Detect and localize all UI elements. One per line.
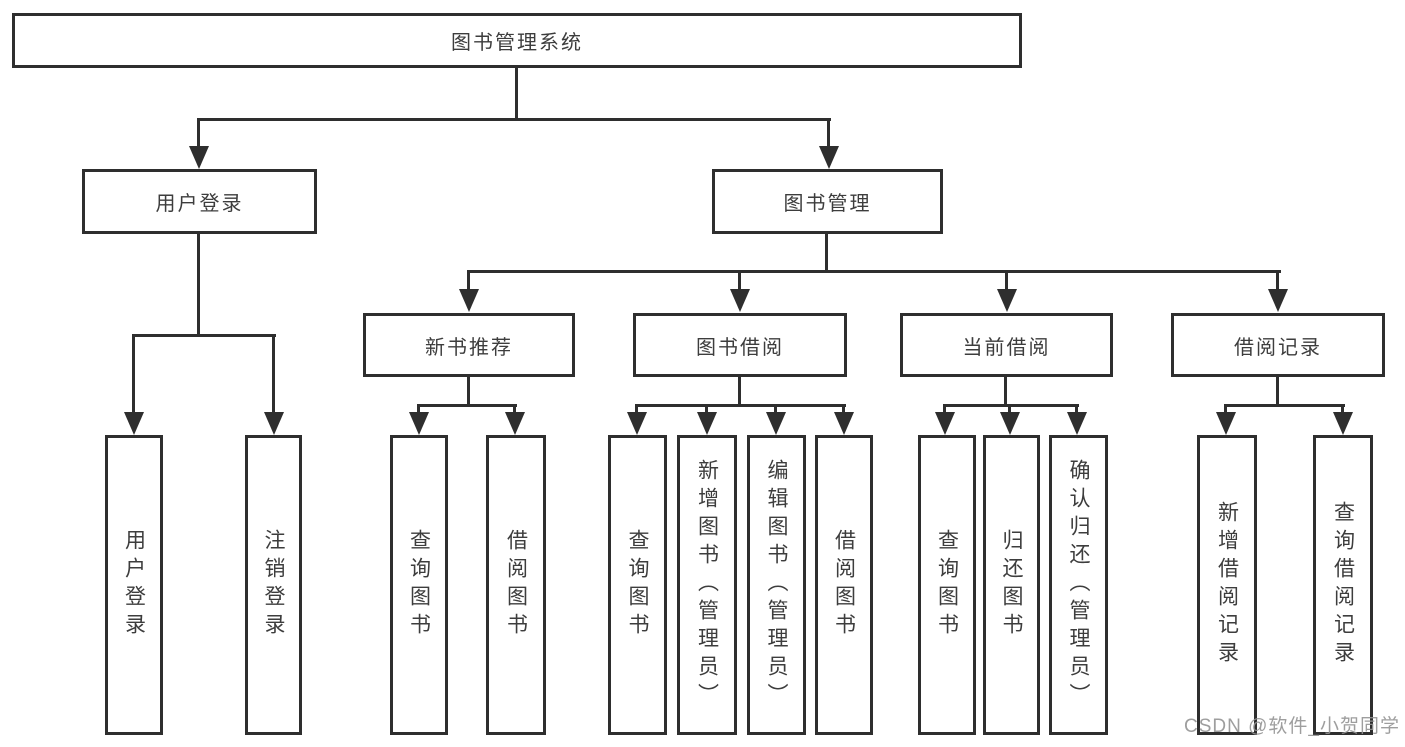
arrow-down-icon <box>124 412 144 435</box>
connector-login-arm-2 <box>272 334 275 412</box>
arrow-down-icon <box>997 289 1017 312</box>
leaf-add-book-admin-label: 新增图书（管理员） <box>695 459 719 711</box>
leaf-return-books-label: 归还图书 <box>1000 529 1023 641</box>
leaf-newbook-borrow-books: 借阅图书 <box>486 435 546 735</box>
connector-borrow-arm-4 <box>842 404 845 414</box>
connector-login-stem <box>197 234 200 337</box>
connector-manage-arm-2 <box>738 270 741 292</box>
leaf-newbook-borrow-books-label: 借阅图书 <box>504 529 528 641</box>
leaf-borrow-query-books: 查询图书 <box>608 435 667 735</box>
node-current-borrow-label: 当前借阅 <box>962 336 1051 359</box>
arrow-down-icon <box>834 412 854 435</box>
connector-borrow-arm-2 <box>705 404 708 414</box>
leaf-newbook-query-books: 查询图书 <box>390 435 448 735</box>
arrow-down-icon <box>935 412 955 435</box>
arrow-down-icon <box>1268 289 1288 312</box>
connector-borrow-arm-3 <box>774 404 777 414</box>
connector-record-stem <box>1276 377 1279 407</box>
connector-manage-arm-3 <box>1005 270 1008 292</box>
arrow-down-icon <box>730 289 750 312</box>
leaf-add-borrow-record-label: 新增借阅记录 <box>1215 501 1239 669</box>
arrow-down-icon <box>1000 412 1020 435</box>
connector-manage-stem <box>825 234 828 273</box>
arrow-down-icon <box>819 146 839 169</box>
connector-root-stem <box>515 68 518 118</box>
node-root: 图书管理系统 <box>12 13 1022 68</box>
connector-login-arm-1 <box>132 334 135 412</box>
leaf-borrow-borrow-books-label: 借阅图书 <box>832 529 856 641</box>
connector-newbook-arm-2 <box>513 404 516 414</box>
node-borrow-records-label: 借阅记录 <box>1234 336 1322 359</box>
connector-manage-arm-4 <box>1276 270 1279 292</box>
leaf-confirm-return-admin-label: 确认归还（管理员） <box>1067 459 1090 711</box>
connector-root-arm-manage <box>827 118 830 148</box>
leaf-borrow-query-books-label: 查询图书 <box>626 529 649 641</box>
arrow-down-icon <box>766 412 786 435</box>
arrow-down-icon <box>697 412 717 435</box>
connector-newbook-rail <box>417 404 517 407</box>
connector-current-arm-1 <box>943 404 946 414</box>
arrow-down-icon <box>1067 412 1087 435</box>
connector-current-arm-2 <box>1008 404 1011 414</box>
arrow-down-icon <box>264 412 284 435</box>
arrow-down-icon <box>1216 412 1236 435</box>
connector-record-rail <box>1224 404 1345 407</box>
node-user-login: 用户登录 <box>82 169 317 234</box>
leaf-edit-book-admin-label: 编辑图书（管理员） <box>765 459 788 711</box>
arrow-down-icon <box>505 412 525 435</box>
connector-current-arm-3 <box>1075 404 1078 414</box>
connector-root-rail <box>197 118 831 121</box>
connector-borrow-arm-1 <box>635 404 638 414</box>
arrow-down-icon <box>189 146 209 169</box>
arrow-down-icon <box>1333 412 1353 435</box>
arrow-down-icon <box>459 289 479 312</box>
leaf-query-borrow-record: 查询借阅记录 <box>1313 435 1373 735</box>
leaf-return-books: 归还图书 <box>983 435 1040 735</box>
connector-current-rail <box>943 404 1079 407</box>
node-root-label: 图书管理系统 <box>451 32 583 54</box>
leaf-newbook-query-books-label: 查询图书 <box>407 529 431 641</box>
leaf-add-book-admin: 新增图书（管理员） <box>677 435 737 735</box>
leaf-current-query-books: 查询图书 <box>918 435 976 735</box>
connector-manage-arm-1 <box>467 270 470 292</box>
connector-current-stem <box>1004 377 1007 407</box>
leaf-borrow-borrow-books: 借阅图书 <box>815 435 873 735</box>
connector-newbook-stem <box>467 377 470 407</box>
leaf-confirm-return-admin: 确认归还（管理员） <box>1049 435 1108 735</box>
leaf-logout-label: 注销登录 <box>262 529 285 641</box>
leaf-current-query-books-label: 查询图书 <box>935 529 959 641</box>
arrow-down-icon <box>627 412 647 435</box>
arrow-down-icon <box>409 412 429 435</box>
node-book-management-label: 图书管理 <box>783 193 872 215</box>
leaf-user-login-label: 用户登录 <box>122 529 146 641</box>
connector-record-arm-2 <box>1341 404 1344 414</box>
node-book-borrow: 图书借阅 <box>633 313 847 377</box>
node-user-login-label: 用户登录 <box>155 193 244 215</box>
leaf-logout: 注销登录 <box>245 435 302 735</box>
leaf-add-borrow-record: 新增借阅记录 <box>1197 435 1257 735</box>
leaf-query-borrow-record-label: 查询借阅记录 <box>1331 501 1355 669</box>
node-book-management: 图书管理 <box>712 169 943 234</box>
connector-root-arm-login <box>197 118 200 148</box>
leaf-edit-book-admin: 编辑图书（管理员） <box>747 435 806 735</box>
node-book-borrow-label: 图书借阅 <box>696 336 784 359</box>
connector-manage-rail <box>467 270 1281 273</box>
watermark: CSDN @软件_小贺同学 <box>1184 716 1400 737</box>
connector-borrow-stem <box>738 377 741 407</box>
node-current-borrow: 当前借阅 <box>900 313 1113 377</box>
connector-newbook-arm-1 <box>417 404 420 414</box>
connector-borrow-rail <box>635 404 846 407</box>
node-new-book-recommend-label: 新书推荐 <box>425 336 513 359</box>
node-new-book-recommend: 新书推荐 <box>363 313 575 377</box>
leaf-user-login: 用户登录 <box>105 435 163 735</box>
connector-record-arm-1 <box>1224 404 1227 414</box>
node-borrow-records: 借阅记录 <box>1171 313 1385 377</box>
connector-login-rail <box>132 334 276 337</box>
